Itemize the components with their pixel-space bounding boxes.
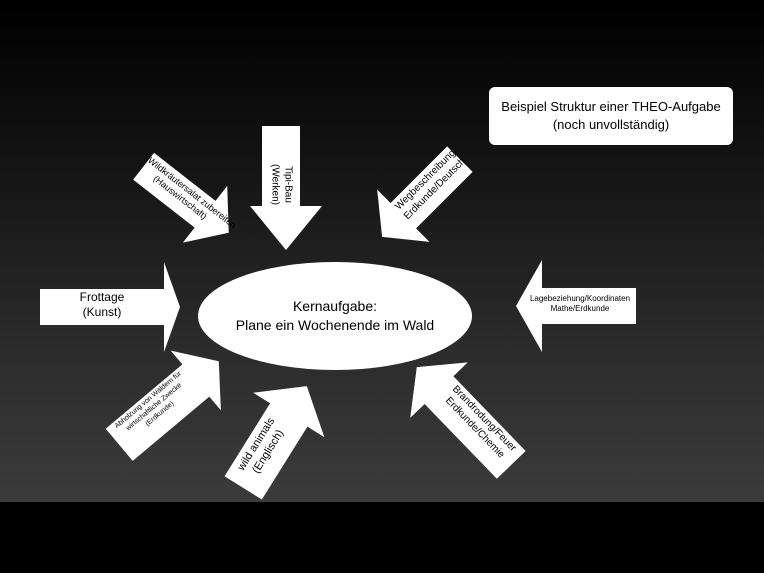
arrow-tipi-line2: (Werken)	[270, 164, 281, 205]
arrow-abholzung: Abholzung von Wäldern für wirtschaftlich…	[104, 344, 233, 463]
arrow-lagebeziehung-label: Lagebeziehung/Koordinaten Mathe/Erdkunde	[524, 294, 636, 314]
arrow-lagebeziehung: Lagebeziehung/Koordinaten Mathe/Erdkunde	[516, 260, 636, 352]
arrow-lagebeziehung-line2: Mathe/Erdkunde	[550, 304, 610, 313]
arrow-shape	[377, 146, 473, 242]
title-box-line2: (noch unvollständig)	[552, 117, 670, 132]
arrow-shape	[40, 262, 180, 352]
arrow-frottage-line2: (Kunst)	[82, 305, 122, 319]
arrow-shape	[410, 362, 526, 479]
arrow-wild-animals: wild animals (Englisch)	[221, 372, 329, 501]
title-box: Beispiel Struktur einer THEO-Aufgabe (no…	[489, 87, 733, 145]
core-task-heading: Kernaufgabe:	[292, 298, 378, 315]
title-box-line1: Beispiel Struktur einer THEO-Aufgabe	[501, 98, 721, 114]
arrow-wildkraeuter: Wildkräutersalat zubereiten (Hauswirtsch…	[130, 149, 238, 245]
arrow-tipi-label: Tipi-Bau (Werken)	[269, 143, 294, 227]
arrow-shape	[105, 350, 221, 461]
arrow-shape	[516, 260, 636, 352]
arrow-tipi: Tipi-Bau (Werken)	[250, 126, 322, 250]
arrow-lagebeziehung-line1: Lagebeziehung/Koordinaten	[529, 294, 631, 303]
arrow-brandrodung: Brandrodung/Feuer Erdkunde/Chemie	[399, 350, 528, 481]
arrow-frottage-label: Frottage (Kunst)	[40, 290, 164, 320]
core-task-ellipse: Kernaufgabe: Plane ein Wochenende im Wal…	[198, 262, 472, 370]
core-task-text: Plane ein Wochenende im Wald	[235, 317, 435, 333]
arrow-shape	[250, 126, 322, 250]
letterbox-bottom	[0, 502, 764, 573]
arrow-frottage-line1: Frottage	[79, 290, 125, 304]
slide: Frottage (Kunst) Wildkräutersalat zubere…	[0, 0, 764, 502]
arrow-frottage: Frottage (Kunst)	[40, 262, 180, 352]
arrow-shape	[224, 386, 325, 500]
arrow-wegbeschreibung: Wegbeschreibung Erdkunde/Deutsch	[366, 143, 476, 253]
arrow-shape	[133, 152, 229, 243]
arrow-tipi-line1: Tipi-Bau	[282, 166, 294, 203]
